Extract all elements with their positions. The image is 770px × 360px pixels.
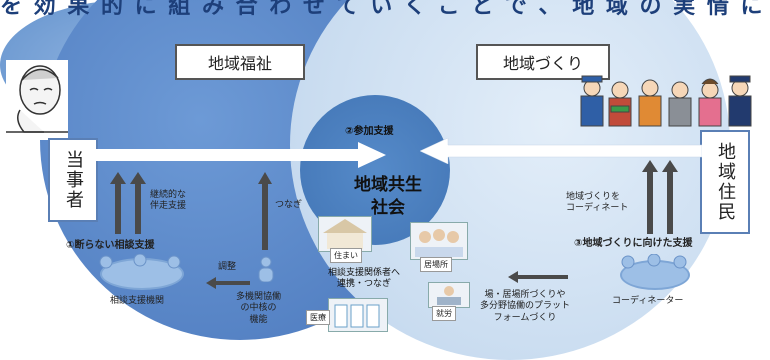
multi-agency-label: 多機関協働 の中核の 機能 — [236, 292, 282, 325]
right-up-arrows — [642, 160, 682, 234]
consultation-agency-label: 相談支援機関 — [110, 296, 165, 306]
medical-photo — [328, 298, 388, 332]
participation-support-label: ②参加支援 — [345, 126, 394, 137]
coordinator-label: コーディネーター — [612, 296, 684, 306]
community-welfare-label: 地域福祉 — [175, 44, 305, 80]
medical-label: 医療 — [306, 310, 330, 325]
employment-label: 就労 — [432, 306, 456, 321]
coordinator-people — [616, 253, 692, 274]
left-up-arrows — [110, 172, 146, 234]
coordinate-label: 地域づくりを コーディネート — [566, 192, 629, 214]
platform-building-label: 場・居場所づくりや 多分野協働のプラット フォームづくり — [480, 290, 571, 323]
center-title: 地域共生 社会 — [338, 174, 438, 220]
community-building-label: 地域づくり — [476, 44, 610, 80]
connect-up-arrow — [258, 172, 272, 250]
community-building-support-label: ③地域づくりに向けた支援 — [574, 238, 693, 249]
residents-illustration — [578, 72, 768, 128]
page-title-fragment: を 効 果 的 に 組 み 合 わ せ て い く こ と で 、 地 域 の … — [0, 0, 770, 19]
continuous-support-label: 継続的な 伴走支援 — [150, 190, 187, 212]
place-label: 居場所 — [420, 257, 452, 272]
platform-arrow — [508, 268, 568, 283]
arrow-to-center-right — [419, 137, 703, 165]
center-title-line1: 地域共生 — [354, 175, 422, 195]
gathering-place-photo — [410, 222, 468, 260]
connect-label: つなぎ — [275, 200, 303, 210]
person-concerned-box: 当事者 — [48, 138, 98, 222]
consultation-people — [92, 253, 188, 274]
employment-photo — [428, 282, 470, 308]
worried-person-illustration — [6, 60, 68, 140]
adjust-label: 調整 — [218, 262, 237, 272]
coordinator-figure-left — [255, 256, 277, 283]
arrow-to-center-left — [96, 142, 386, 168]
local-residents-box: 地域住民 — [700, 130, 750, 234]
housing-photo — [318, 216, 372, 252]
housing-label: 住まい — [330, 248, 362, 263]
no-refusal-support-label: ①断らない相談支援 — [66, 240, 155, 251]
center-title-line2: 社会 — [371, 197, 405, 218]
link-to-consultation-label: 相談支援関係者へ 連携・つなぎ — [328, 268, 401, 290]
adjust-arrow — [206, 274, 250, 289]
